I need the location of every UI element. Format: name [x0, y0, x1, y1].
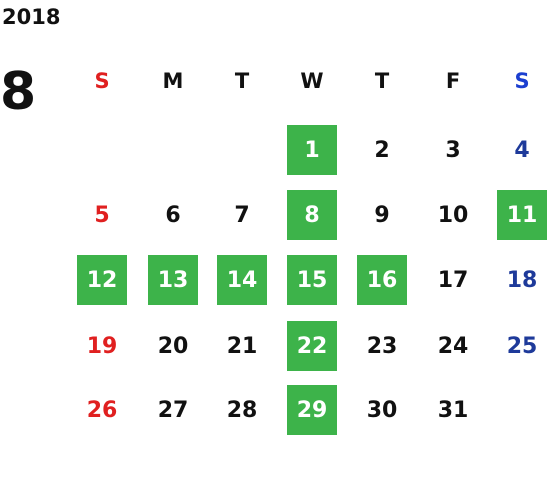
day-cell-14[interactable]: 14 [217, 255, 267, 305]
weekday-header-5: F [445, 69, 461, 93]
day-cell-31[interactable]: 31 [437, 397, 469, 423]
weekday-header-2: T [234, 69, 250, 93]
day-cell-15[interactable]: 15 [287, 255, 337, 305]
day-cell-8[interactable]: 8 [287, 190, 337, 240]
weekday-header-6: S [514, 69, 530, 93]
day-cell-7[interactable]: 7 [234, 202, 250, 228]
day-cell-18[interactable]: 18 [506, 267, 538, 293]
weekday-header-4: T [374, 69, 390, 93]
day-cell-28[interactable]: 28 [226, 397, 258, 423]
weekday-header-3: W [300, 69, 324, 93]
weekday-header-0: S [94, 69, 110, 93]
day-cell-12[interactable]: 12 [77, 255, 127, 305]
day-cell-20[interactable]: 20 [157, 333, 189, 359]
day-cell-3[interactable]: 3 [445, 137, 461, 163]
day-cell-2[interactable]: 2 [374, 137, 390, 163]
day-cell-19[interactable]: 19 [86, 333, 118, 359]
day-cell-10[interactable]: 10 [437, 202, 469, 228]
day-cell-23[interactable]: 23 [366, 333, 398, 359]
day-cell-11[interactable]: 11 [497, 190, 547, 240]
day-cell-25[interactable]: 25 [506, 333, 538, 359]
year-label: 2018 [2, 5, 61, 29]
day-cell-26[interactable]: 26 [86, 397, 118, 423]
day-cell-21[interactable]: 21 [226, 333, 258, 359]
day-cell-4[interactable]: 4 [514, 137, 530, 163]
day-cell-29[interactable]: 29 [287, 385, 337, 435]
day-cell-22[interactable]: 22 [287, 321, 337, 371]
day-cell-30[interactable]: 30 [366, 397, 398, 423]
day-cell-5[interactable]: 5 [94, 202, 110, 228]
weekday-header-1: M [162, 69, 184, 93]
day-cell-1[interactable]: 1 [287, 125, 337, 175]
day-cell-13[interactable]: 13 [148, 255, 198, 305]
day-cell-17[interactable]: 17 [437, 267, 469, 293]
day-cell-24[interactable]: 24 [437, 333, 469, 359]
month-label: 8 [0, 62, 37, 122]
day-cell-9[interactable]: 9 [374, 202, 390, 228]
day-cell-16[interactable]: 16 [357, 255, 407, 305]
day-cell-27[interactable]: 27 [157, 397, 189, 423]
day-cell-6[interactable]: 6 [165, 202, 181, 228]
